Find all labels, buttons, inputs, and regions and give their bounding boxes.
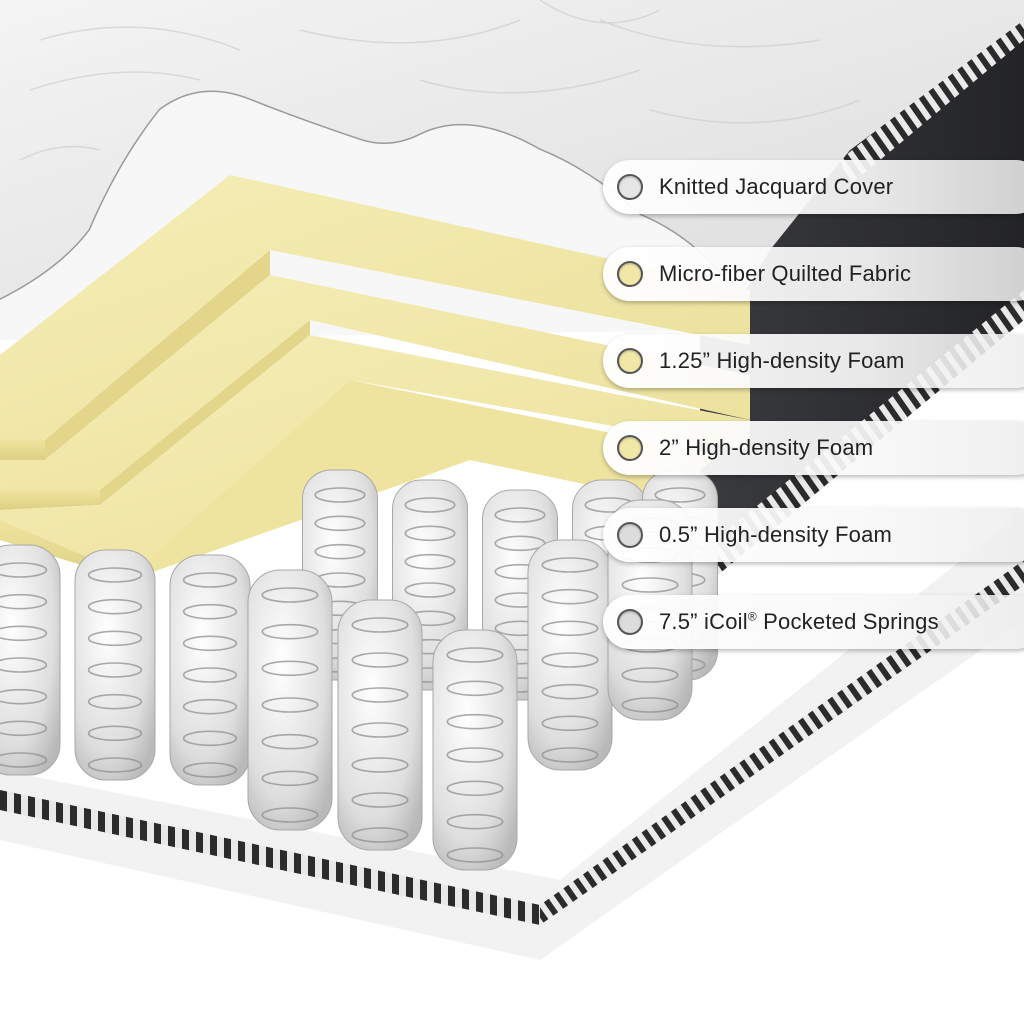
callout-label: Micro-fiber Quilted Fabric [659, 261, 911, 287]
callout-label: 0.5” High-density Foam [659, 522, 892, 548]
label-suffix: Pocketed Springs [757, 609, 939, 634]
callout-1-25-high-density-foam: 1.25” High-density Foam [603, 334, 1024, 388]
spring-pocket [170, 555, 250, 785]
layer-swatch-icon [617, 435, 643, 461]
callout-0-5-high-density-foam: 0.5” High-density Foam [603, 508, 1024, 562]
callout-micro-fiber-quilted-fabric: Micro-fiber Quilted Fabric [603, 247, 1024, 301]
spring-pocket [0, 545, 60, 775]
label-prefix: 7.5” iCoil [659, 609, 748, 634]
callout-label: 2” High-density Foam [659, 435, 873, 461]
spring-pocket [248, 570, 332, 830]
spring-pocket [433, 630, 517, 870]
callout-pocketed-springs: 7.5” iCoil® Pocketed Springs [603, 595, 1024, 649]
spring-pocket [528, 540, 612, 770]
layer-swatch-icon [617, 348, 643, 374]
callout-label: Knitted Jacquard Cover [659, 174, 893, 200]
layer-swatch-icon [617, 522, 643, 548]
spring-pocket [338, 600, 422, 850]
callout-2-high-density-foam: 2” High-density Foam [603, 421, 1024, 475]
callout-label: 1.25” High-density Foam [659, 348, 904, 374]
registered-mark: ® [748, 610, 757, 624]
spring-pocket [75, 550, 155, 780]
layer-swatch-icon [617, 609, 643, 635]
callout-label: 7.5” iCoil® Pocketed Springs [659, 609, 939, 635]
callout-knitted-jacquard-cover: Knitted Jacquard Cover [603, 160, 1024, 214]
layer-swatch-icon [617, 261, 643, 287]
layer-swatch-icon [617, 174, 643, 200]
